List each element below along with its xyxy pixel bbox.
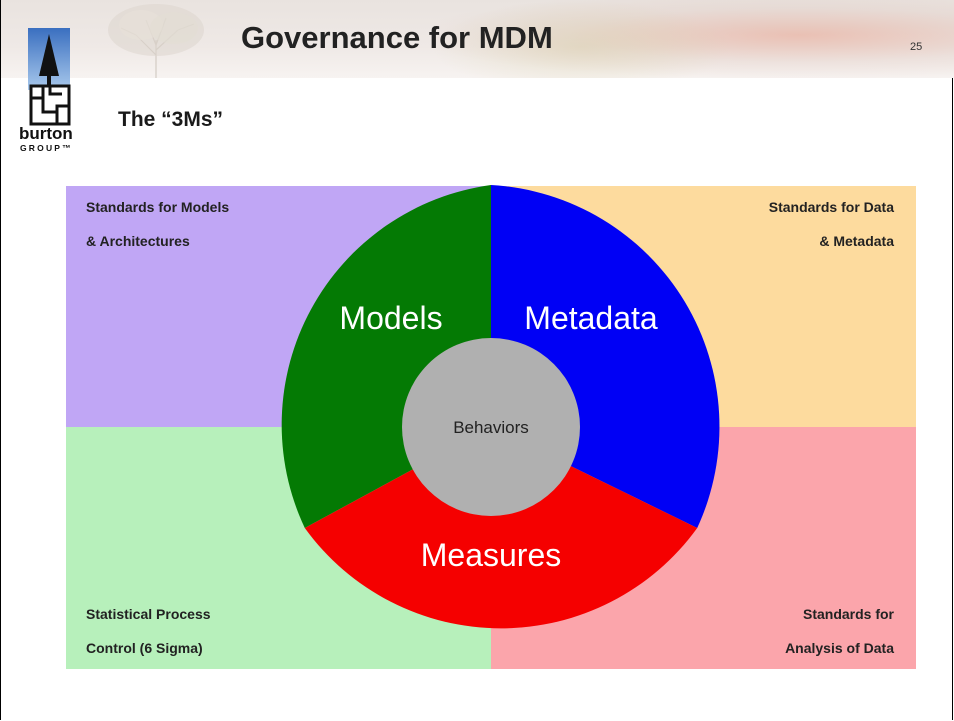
quadrant-label-line: Control (6 Sigma) <box>86 640 203 656</box>
wheel-segment-measures <box>304 427 698 629</box>
logo-wordmark: burton <box>19 124 73 143</box>
header-decoration-2 <box>431 0 731 78</box>
segment-label-measures: Measures <box>421 537 562 573</box>
quadrant-label-line: Standards for <box>802 606 894 622</box>
quadrant-bottom-left-text: Statistical Process Control (6 Sigma) <box>86 597 211 665</box>
quadrant-top-left-text: Standards for Models & Architectures <box>86 190 229 258</box>
header-decoration <box>435 0 954 78</box>
quadrant-top-right-text: Standards for Data & Metadata <box>769 190 894 258</box>
quadrant-label-line: Standards for Models <box>86 199 230 215</box>
segment-label-models: Models <box>339 300 442 336</box>
quadrant-label-line: & Metadata <box>819 233 894 249</box>
quadrant-bottom-right-text: Standards for Analysis of Data <box>785 597 894 665</box>
slide-subtitle: The “3Ms” <box>118 108 224 131</box>
page-title: Governance for MDM <box>241 20 553 55</box>
segment-label-metadata: Metadata <box>524 300 658 336</box>
quadrant-label-line: Standards for Data <box>768 199 894 215</box>
quadrant-label-line: Analysis of Data <box>785 640 894 656</box>
logo-group-text: GROUP™ <box>20 143 73 153</box>
burton-logo-icon <box>28 28 71 126</box>
page-number: 25 <box>910 41 923 53</box>
slide-header: Governance for MDM 25 <box>1 0 954 78</box>
center-circle <box>402 338 580 516</box>
quadrant-label-line: & Architectures <box>86 233 190 249</box>
tree-icon <box>108 4 204 78</box>
center-label-behaviors: Behaviors <box>453 418 529 437</box>
quadrant-label-line: Statistical Process <box>86 606 211 622</box>
